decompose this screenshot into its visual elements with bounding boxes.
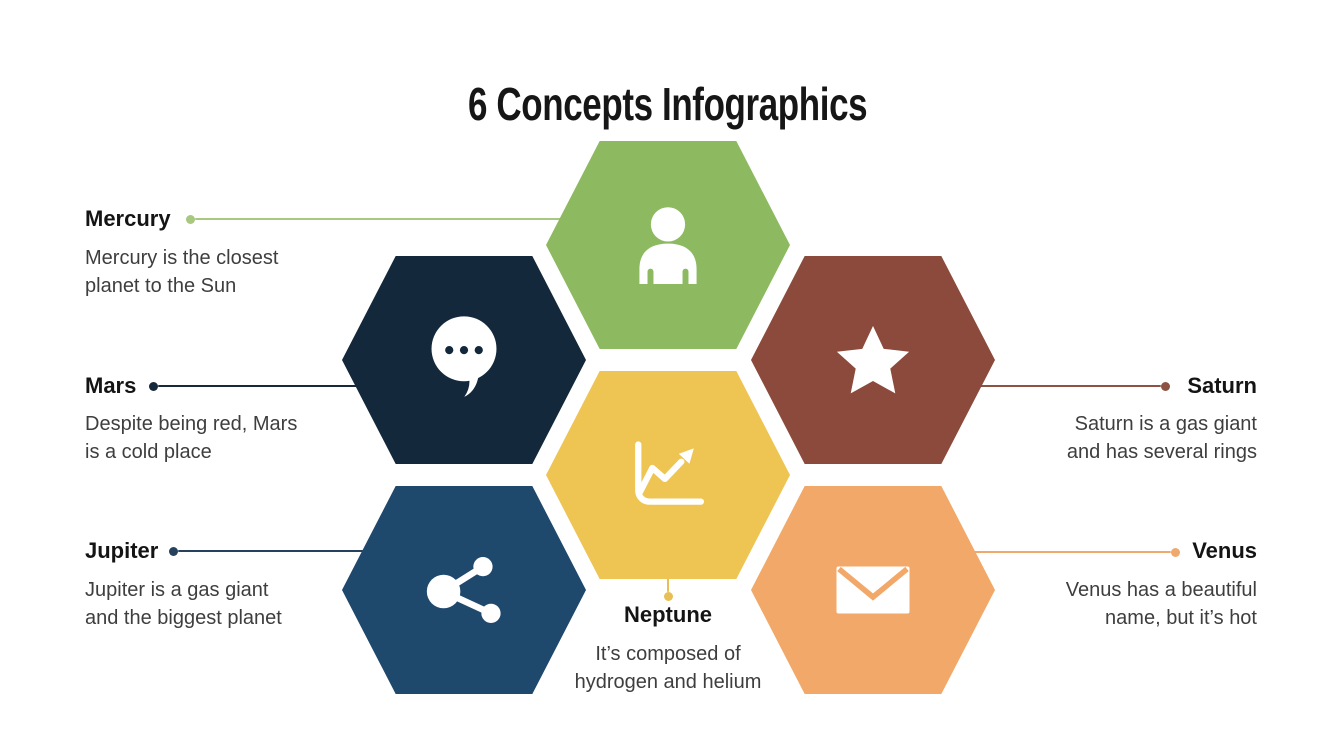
hexagon-mars: [342, 256, 586, 464]
envelope-icon: [836, 566, 910, 614]
saturn-label: Saturn: [1187, 373, 1257, 398]
venus-label: Venus: [1192, 538, 1257, 563]
neptune-description-line-1: It’s composed of: [595, 643, 741, 665]
saturn-connector-dot: [1160, 381, 1170, 391]
mars-description-line-2: is a cold place: [85, 441, 212, 463]
saturn-description-line-2: and has several rings: [1066, 441, 1257, 463]
hexagon-mercury: [546, 141, 790, 349]
mars-connector-line: [158, 385, 430, 387]
venus-description: Venus has a beautiful name, but it’s hot: [1066, 576, 1257, 632]
venus-description-line-2: name, but it’s hot: [1105, 607, 1257, 629]
venus-connector-line: [940, 551, 1171, 553]
jupiter-connector-line: [178, 550, 430, 552]
hexagon-jupiter: [342, 486, 586, 694]
star-icon: [836, 326, 910, 394]
mercury-label: Mercury: [85, 206, 171, 231]
envelope-flap: [837, 566, 909, 601]
mars-connector-dot: [148, 381, 158, 391]
jupiter-description-line-1: Jupiter is a gas giant: [85, 579, 269, 601]
mars-description: Despite being red, Mars is a cold place: [85, 410, 297, 466]
mars-label: Mars: [85, 373, 137, 398]
neptune-label: Neptune: [624, 602, 712, 627]
neptune-connector-dot: [663, 591, 673, 601]
person-icon: [639, 206, 697, 284]
mercury-connector-dot: [185, 214, 195, 224]
neptune-connector-line: [667, 575, 669, 592]
mercury-description-line-2: planet to the Sun: [85, 275, 237, 297]
neptune-description-line-2: hydrogen and helium: [574, 671, 762, 693]
jupiter-label: Jupiter: [85, 538, 159, 563]
line-chart-icon: [635, 441, 705, 505]
page-title: 6 Concepts Infographics: [0, 77, 1336, 131]
mars-description-line-1: Despite being red, Mars: [85, 413, 298, 435]
saturn-description-line-1: Saturn is a gas giant: [1074, 413, 1257, 435]
hexagon-saturn: [751, 256, 995, 464]
jupiter-description-line-2: and the biggest planet: [85, 607, 282, 629]
neptune-description: It’s composed of hydrogen and helium: [518, 640, 818, 696]
page-title-text: 6 Concepts Infographics: [468, 78, 868, 130]
mercury-connector-line: [195, 218, 585, 220]
jupiter-description: Jupiter is a gas giant and the biggest p…: [85, 576, 282, 632]
mercury-description: Mercury is the closest planet to the Sun: [85, 244, 278, 300]
venus-description-line-1: Venus has a beautiful: [1065, 579, 1257, 601]
jupiter-connector-dot: [168, 546, 178, 556]
venus-connector-dot: [1170, 547, 1180, 557]
share-icon: [426, 557, 501, 623]
hexagon-venus: [751, 486, 995, 694]
chat-dots: [445, 346, 483, 355]
saturn-connector-line: [930, 385, 1161, 387]
hexagon-neptune: [546, 371, 790, 579]
mercury-description-line-1: Mercury is the closest: [85, 247, 279, 269]
chat-bubble-icon: [431, 316, 497, 397]
saturn-description: Saturn is a gas giant and has several ri…: [1067, 410, 1257, 466]
